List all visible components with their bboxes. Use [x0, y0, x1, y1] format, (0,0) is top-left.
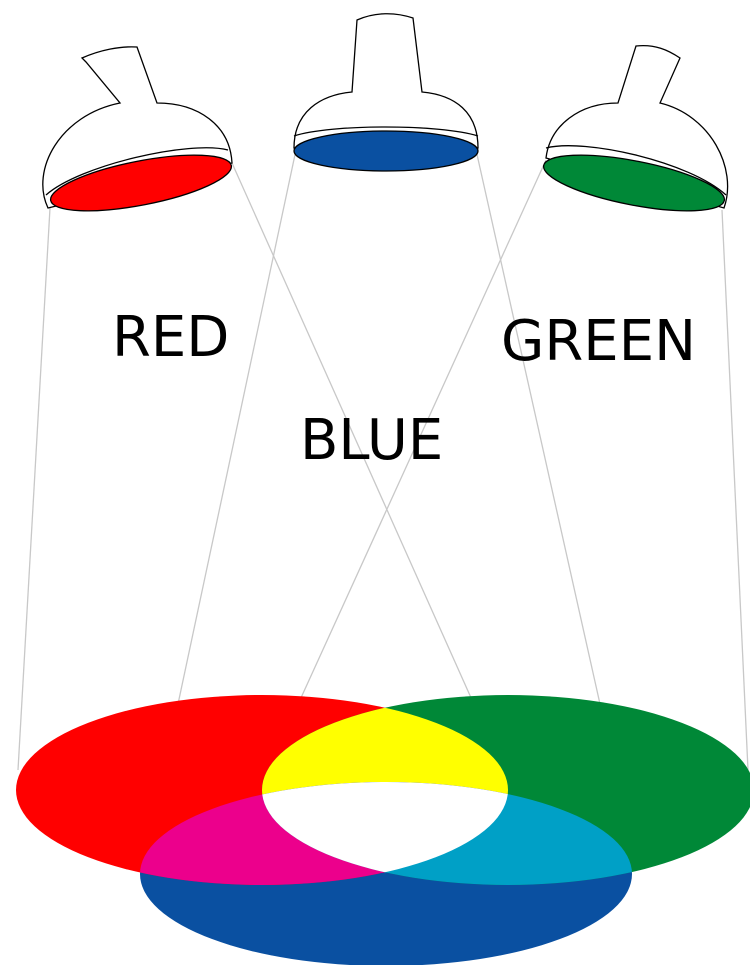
blue-lamp-body [294, 14, 478, 148]
blue-lamp-lens [294, 131, 478, 171]
blue-beam-left [178, 150, 296, 704]
green-lamp [539, 46, 728, 223]
color-mixing-spots [16, 695, 750, 965]
red-lamp [43, 47, 236, 222]
blue-beam-right [476, 150, 600, 704]
red-beam-left [18, 208, 50, 770]
green-beam-right [722, 210, 748, 770]
blue-lamp [294, 14, 478, 171]
green-label: GREEN [501, 309, 696, 374]
red-label: RED [112, 305, 229, 370]
blue-label: BLUE [300, 408, 443, 473]
